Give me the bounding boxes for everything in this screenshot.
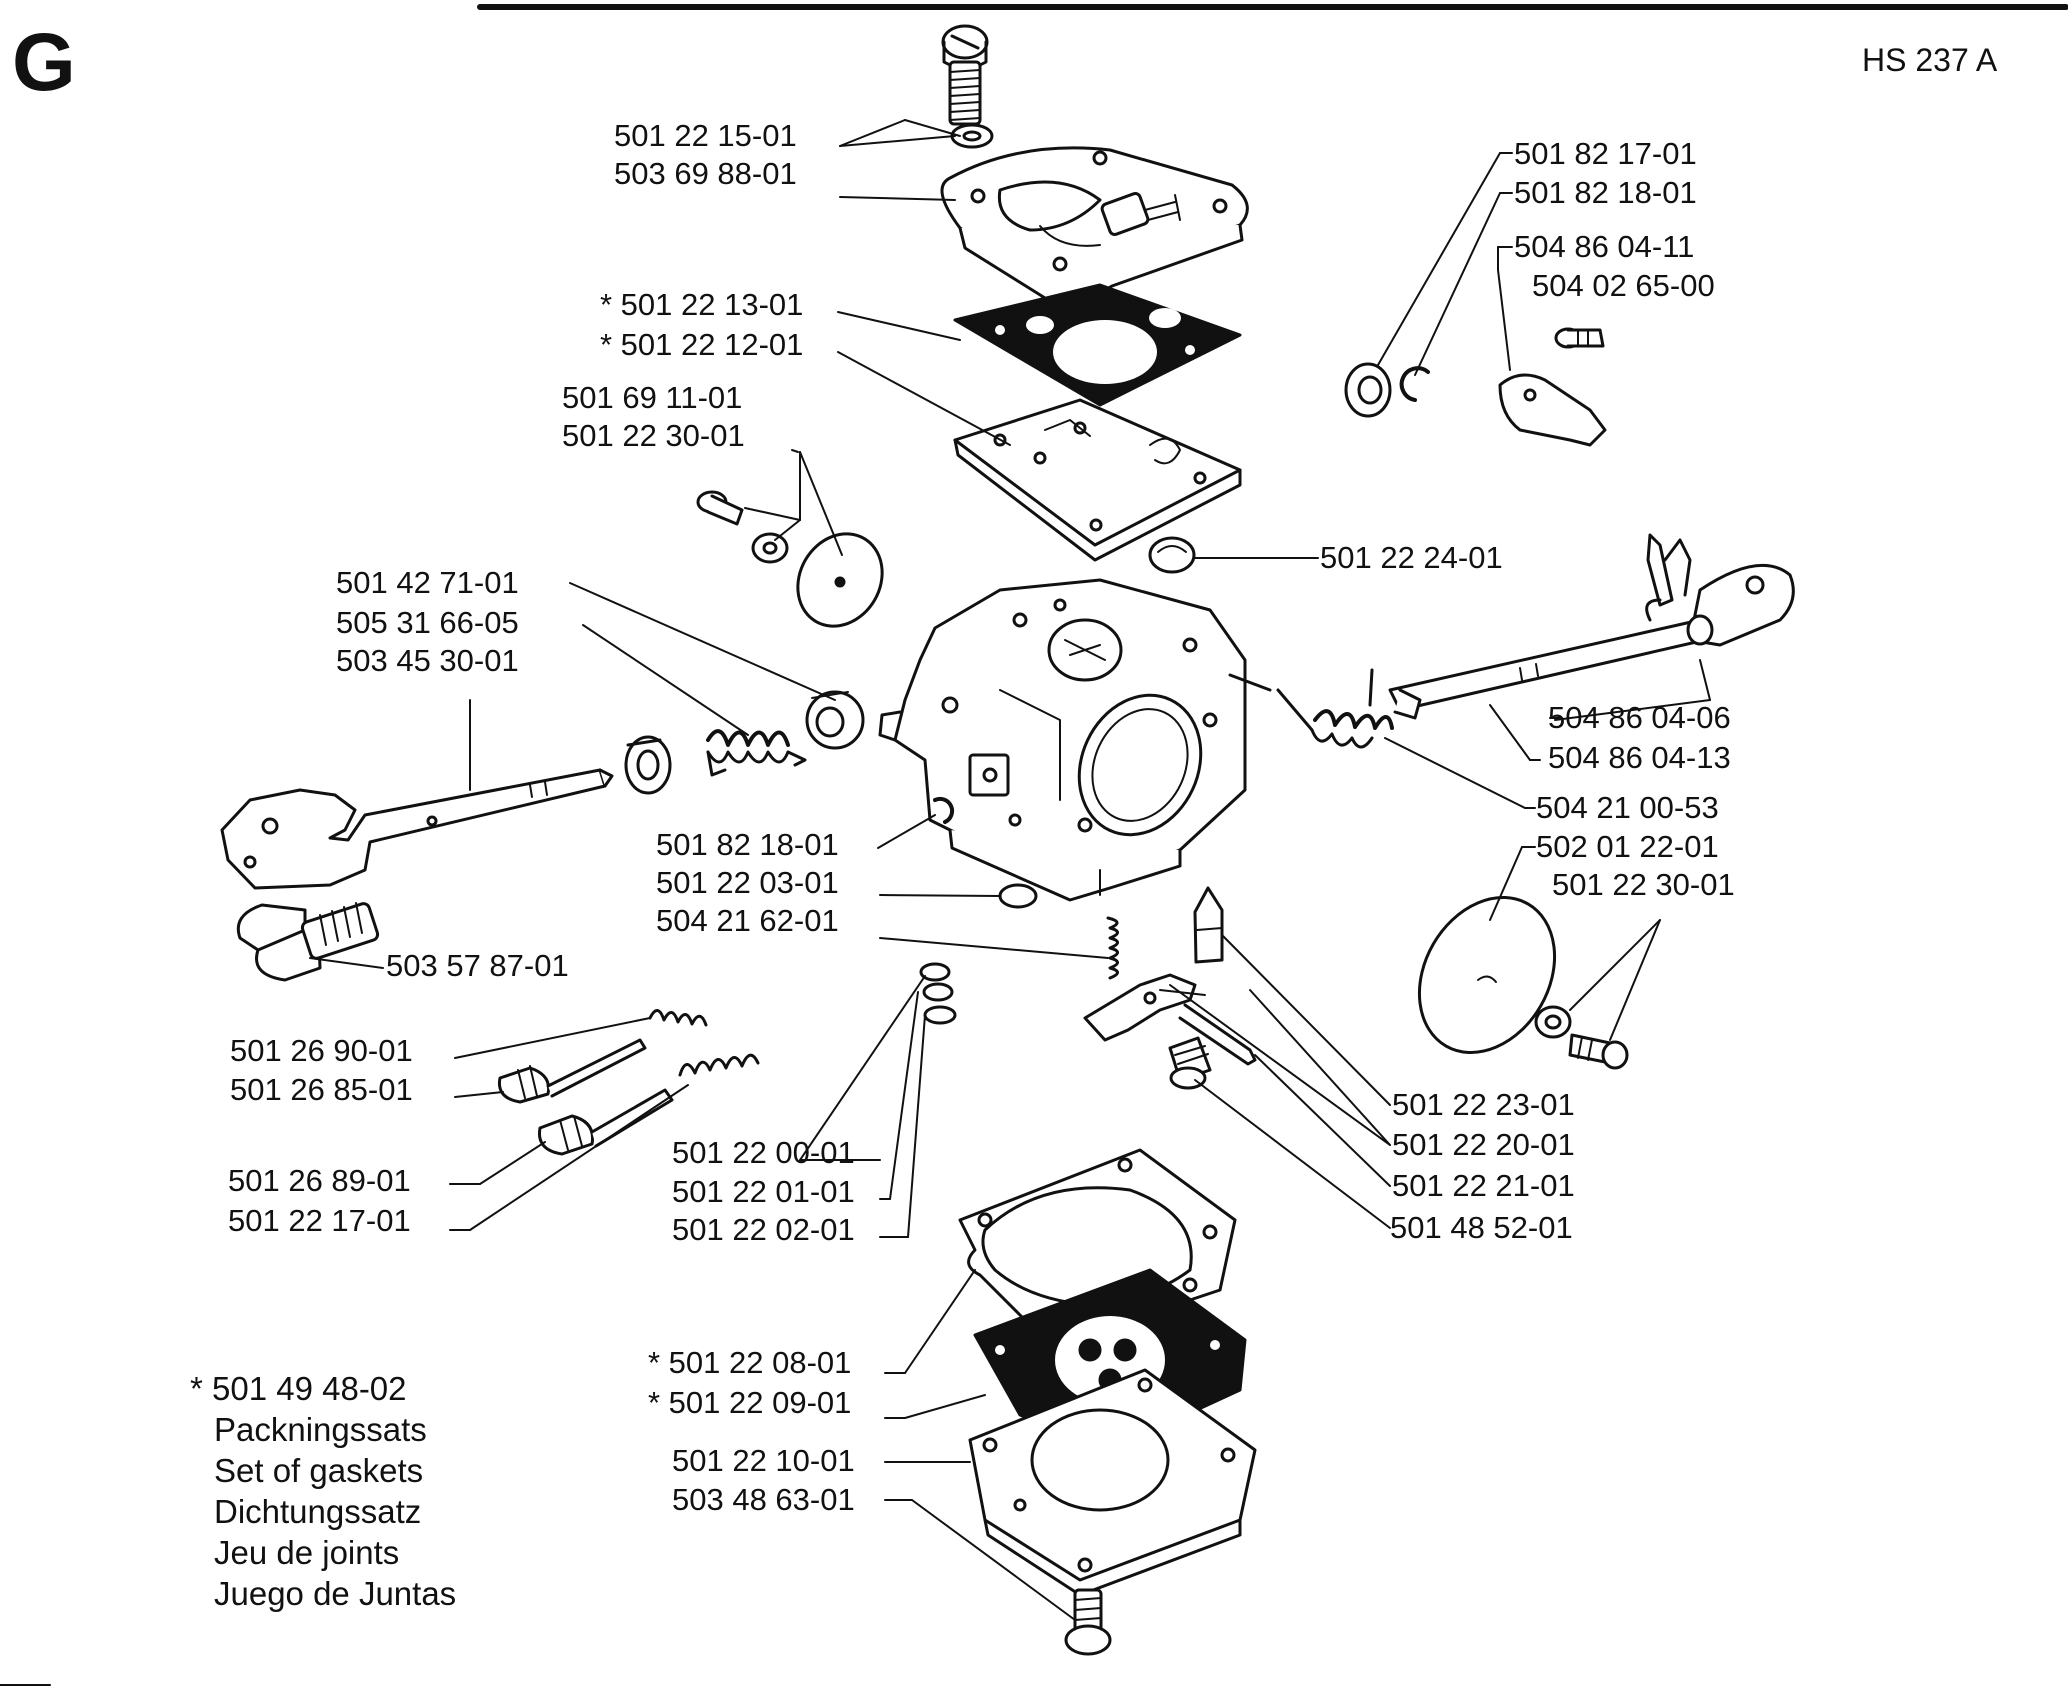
mixture-needle-upper	[497, 1038, 647, 1104]
gasket-kit-name-de: Dichtungssatz	[214, 1493, 422, 1530]
part-label: 501 22 02-01	[672, 1212, 855, 1247]
part-label: 501 22 15-01	[614, 118, 797, 153]
mixture-needle-lower	[537, 1088, 674, 1156]
page-code: HS 237 A	[1862, 42, 1998, 78]
right-small-screw	[1568, 1033, 1629, 1070]
part-label: 501 82 18-01	[656, 827, 839, 862]
left-small-screw	[696, 490, 744, 526]
part-label: * 501 22 12-01	[600, 327, 804, 362]
part-label: 504 86 04-06	[1548, 700, 1731, 735]
throttle-shaft-bushing	[624, 735, 672, 795]
part-label: 504 86 04-13	[1548, 740, 1731, 775]
part-label: 501 22 21-01	[1392, 1168, 1575, 1203]
part-label: 503 69 88-01	[614, 156, 797, 191]
part-label: 501 69 11-01	[562, 380, 743, 415]
left-filter-disc	[796, 532, 884, 628]
inlet-seat	[1148, 536, 1196, 574]
part-label: 501 22 23-01	[1392, 1087, 1575, 1122]
part-label: 501 22 00-01	[672, 1135, 855, 1170]
leader-lines	[309, 119, 1711, 1621]
section-letter: G	[12, 17, 76, 108]
right-filter-disc	[1417, 896, 1557, 1054]
carburetor-body	[878, 578, 1272, 902]
part-label: 505 31 66-05	[336, 605, 519, 640]
metering-lever-screw	[1168, 1036, 1212, 1090]
right-circlip	[1399, 366, 1430, 402]
choke-shaft	[1388, 598, 1714, 712]
part-label: 501 82 18-01	[1514, 175, 1697, 210]
part-label: 501 22 20-01	[1392, 1127, 1575, 1162]
detent-screw	[1554, 327, 1605, 349]
part-label: 503 57 87-01	[386, 948, 569, 983]
left-small-washer	[751, 532, 789, 564]
part-label: 501 26 90-01	[230, 1033, 413, 1068]
part-label: 504 21 00-53	[1536, 790, 1719, 825]
metering-cover	[968, 1368, 1257, 1597]
part-label: 504 86 04-11	[1514, 229, 1695, 264]
right-washer	[1344, 362, 1392, 418]
pump-gasket	[953, 283, 1242, 407]
part-label: 501 48 52-01	[1390, 1210, 1573, 1245]
part-label: 501 22 24-01	[1320, 540, 1503, 575]
pump-cover	[940, 146, 1249, 302]
part-label: 501 22 10-01	[672, 1443, 855, 1478]
gasket-kit-name-sv: Packningssats	[214, 1411, 427, 1448]
part-label: 501 22 17-01	[228, 1203, 411, 1238]
part-label: * 501 22 08-01	[648, 1345, 852, 1380]
needle-o-rings	[919, 962, 957, 1025]
left-circlip	[933, 796, 955, 824]
gasket-kit-name-es: Juego de Juntas	[214, 1575, 457, 1612]
part-label: 503 45 30-01	[336, 643, 519, 678]
part-label: * 501 22 13-01	[600, 287, 804, 322]
throttle-shaft-seal	[805, 690, 865, 750]
part-label: 503 48 63-01	[672, 1482, 855, 1517]
part-label: 501 42 71-01	[336, 565, 519, 600]
top-cover-screw	[941, 24, 989, 126]
gasket-kit-name-en: Set of gaskets	[214, 1452, 424, 1489]
gasket-kit-part-number: * 501 49 48-02	[190, 1370, 407, 1407]
metering-spring	[1106, 916, 1119, 980]
part-label: 502 01 22-01	[1536, 829, 1719, 864]
part-label: 501 22 30-01	[562, 418, 745, 453]
part-label: 501 26 85-01	[230, 1072, 413, 1107]
part-label: 501 82 17-01	[1514, 136, 1697, 171]
part-label: 501 22 01-01	[672, 1174, 855, 1209]
pump-diaphragm	[953, 398, 1242, 562]
throttle-lever-shaft	[220, 768, 614, 890]
right-star-washer	[1534, 1005, 1572, 1039]
mixture-spring-upper	[648, 1009, 708, 1027]
part-label: 501 22 30-01	[1552, 867, 1735, 902]
part-label: 504 02 65-00	[1532, 268, 1715, 303]
metering-cover-screw	[1064, 1588, 1112, 1656]
part-label: * 501 22 09-01	[648, 1385, 852, 1420]
gasket-kit-legend: * 501 49 48-02 Packningssats Set of gask…	[190, 1368, 456, 1614]
part-label: 501 22 03-01	[656, 865, 839, 900]
part-label: 501 26 89-01	[228, 1163, 411, 1198]
choke-shaft-bushing	[1393, 688, 1422, 720]
top-cover-washer	[950, 123, 994, 149]
inlet-needle	[1193, 886, 1224, 964]
throttle-return-spring	[706, 729, 807, 777]
choke-lever	[1646, 533, 1795, 647]
choke-spring	[1276, 668, 1394, 749]
metering-pin	[1178, 1003, 1257, 1066]
gasket-kit-name-fr: Jeu de joints	[214, 1534, 400, 1571]
idle-stop-screw	[236, 902, 380, 982]
choke-detent-lever	[1498, 373, 1607, 447]
part-label: 504 21 62-01	[656, 903, 839, 938]
o-ring-small	[998, 883, 1038, 909]
mixture-spring-lower	[678, 1053, 760, 1077]
